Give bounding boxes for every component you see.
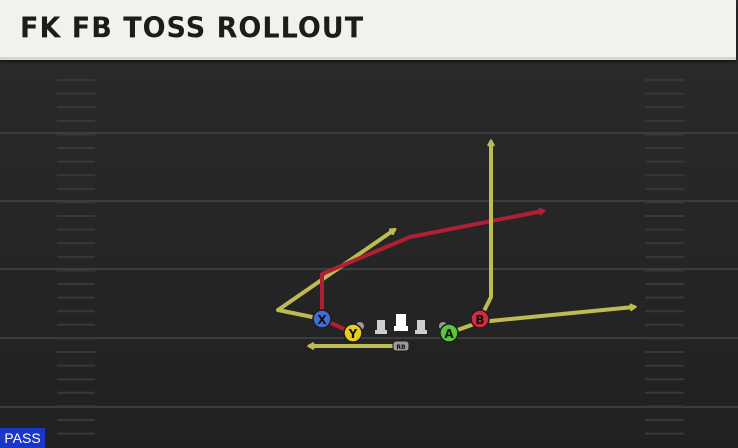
route-y [320,211,543,335]
player-b[interactable]: B [470,309,490,329]
svg-text:B: B [475,313,484,327]
offensive-line [356,314,447,334]
title-bar: FK FB TOSS ROLLOUT [0,0,736,60]
route-x [276,228,394,321]
lineman-icon [375,320,387,334]
player-x[interactable]: X [312,309,332,329]
yard-lines [0,132,738,408]
svg-text:X: X [317,313,327,327]
player-rb[interactable]: RB [392,340,410,352]
svg-text:Y: Y [348,327,358,341]
play-type-badge: PASS [0,428,45,448]
svg-text:RB: RB [396,344,406,351]
hash-marks [57,79,684,435]
lineman-icon [415,320,427,334]
route-b [478,142,491,321]
routes [276,142,634,346]
center-icon [394,314,408,331]
play-title: FK FB TOSS ROLLOUT [20,12,365,45]
player-y[interactable]: Y [343,323,363,343]
player-a[interactable]: A [439,323,459,343]
svg-text:A: A [444,327,454,341]
